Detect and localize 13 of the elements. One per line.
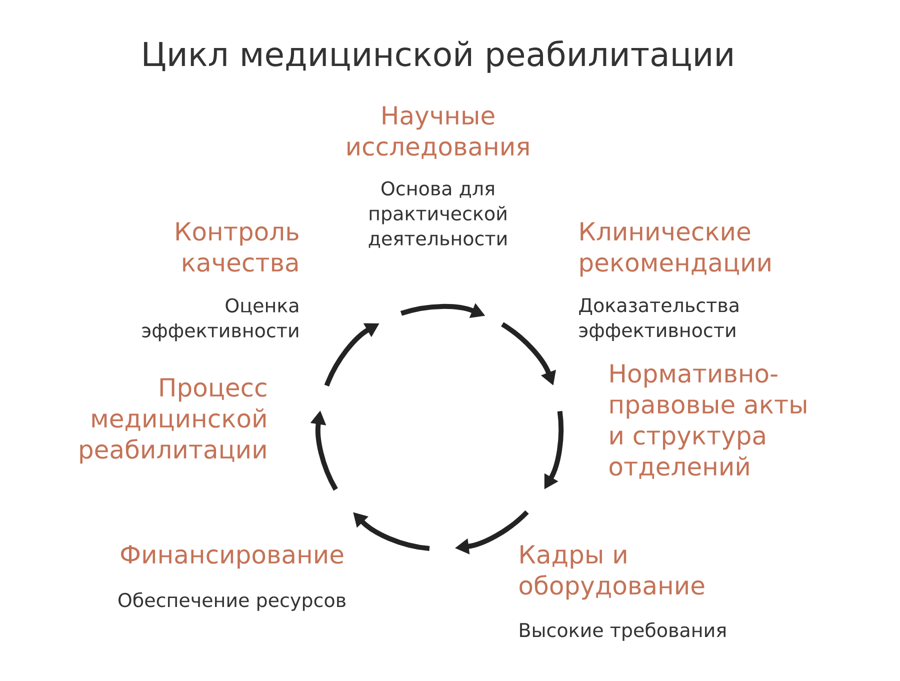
step-title: Финансирование	[121, 545, 344, 569]
step-title: Клинические рекомендации	[580, 222, 770, 277]
title: Цикл медицинской реабилитации	[144, 40, 732, 73]
step-description: Оценка эффективности	[142, 298, 298, 342]
step-description: Обеспечение ресурсов	[118, 592, 346, 611]
step-description: Доказательства эффективности	[579, 298, 738, 341]
step-description: Высокие требования	[520, 622, 726, 641]
step-title: Научные исследования	[348, 106, 529, 159]
step-title: Нормативно-правовые акты и структура отделений	[610, 364, 806, 479]
step-title: Процесс медицинской реабилитации	[80, 378, 266, 464]
step-description: Основа для практической деятельности	[368, 181, 506, 248]
step-title: Кадры и оборудование	[520, 545, 704, 600]
step-title: Контроль качества	[176, 222, 298, 272]
